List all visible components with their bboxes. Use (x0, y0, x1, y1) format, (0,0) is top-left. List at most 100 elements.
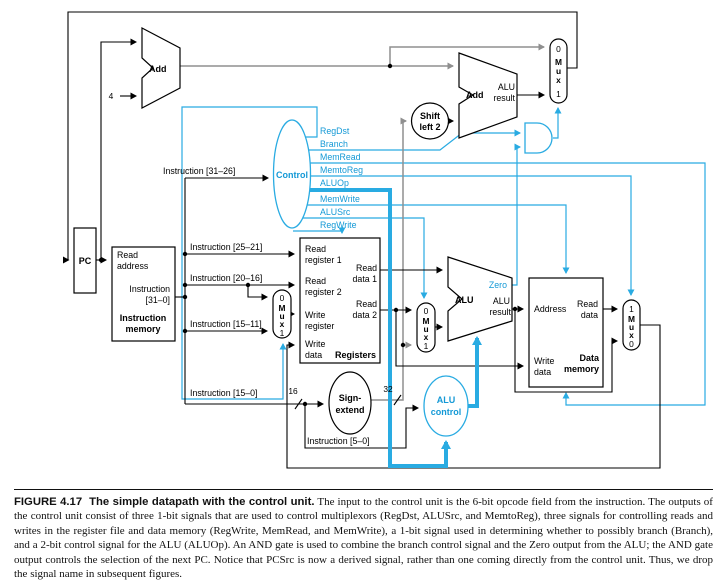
adder-branch-res2: result (493, 93, 515, 103)
im-name2: memory (125, 324, 160, 334)
mux-regdst: 0 M u x 1 (272, 289, 292, 339)
reg-rd2b: data 2 (353, 310, 378, 320)
mux-regdst-1: 1 (280, 328, 285, 338)
const-4: 4 (109, 91, 114, 101)
signal-regdst: RegDst (320, 126, 350, 136)
mux-regdst-0: 0 (280, 293, 285, 303)
wire-alusrc (299, 217, 428, 299)
wire-pc4-to-mux (389, 43, 545, 66)
signext-l2: extend (335, 405, 364, 415)
reg-name: Registers (335, 350, 376, 360)
mux-memtoreg-u: u (629, 322, 634, 332)
shiftl2-l1: Shift (420, 111, 440, 121)
gray-wires (180, 43, 545, 401)
reg-rr1b: register 1 (305, 255, 342, 265)
instruction-tap-labels: Instruction [31–26] Instruction [25–21] … (163, 166, 370, 446)
reg-rd1b: data 1 (353, 274, 378, 284)
alu-unit: ALU Zero ALU result (447, 256, 513, 342)
alu-res2: result (489, 307, 511, 317)
alu-label: ALU (455, 295, 474, 305)
reg-rr2a: Read (305, 276, 326, 286)
mux-memtoreg-1: 1 (629, 304, 634, 314)
junction-dots (98, 63, 518, 407)
adder-pc4: Add 4 (109, 27, 181, 109)
tap-20-16: Instruction [20–16] (190, 273, 262, 283)
dm-wda: Write (534, 356, 554, 366)
data-memory: Address Read data Write data Data memory (528, 277, 604, 388)
mux-pcsrc-m: M (555, 57, 562, 67)
mux-alusrc: 0 M u x 1 (416, 302, 436, 353)
im-address: address (117, 261, 149, 271)
reg-wda: Write (305, 339, 325, 349)
signal-memtoreg: MemtoReg (320, 165, 363, 175)
mux-memtoreg-0: 0 (629, 339, 634, 349)
im-out2: [31–0] (146, 295, 170, 305)
tap-31-26: Instruction [31–26] (163, 166, 235, 176)
alu-zero: Zero (489, 280, 507, 290)
mux-alusrc-x: x (424, 332, 429, 342)
alu-res1: ALU (493, 296, 510, 306)
wire-regwrite (293, 227, 346, 234)
sign-extend-unit: Sign- extend 16 32 (288, 371, 393, 435)
wire-zero (512, 143, 521, 286)
mux-regdst-m: M (279, 303, 286, 313)
dm-rda: Read (577, 299, 598, 309)
mux-pcsrc: 0 M u x 1 (549, 38, 568, 104)
pc-label: PC (79, 256, 92, 266)
control-unit: Control (272, 119, 312, 229)
aluctl-l2: control (431, 407, 462, 417)
data-wires (63, 11, 661, 469)
reg-wdb: data (305, 350, 322, 360)
reg-rr1a: Read (305, 244, 326, 254)
wire-pc-wrap (63, 11, 578, 264)
reg-rr2b: register 2 (305, 287, 342, 297)
shiftl2-l2: left 2 (419, 122, 440, 132)
wire-branch (306, 129, 521, 151)
signal-memwrite: MemWrite (320, 194, 360, 204)
dm-name1: Data (579, 353, 600, 363)
wire-memread (305, 162, 706, 406)
mux-alusrc-u: u (423, 324, 428, 334)
instruction-memory: Read address Instruction [31–0] Instruct… (111, 246, 176, 342)
figure-caption-body: The input to the control unit is the 6-b… (14, 496, 713, 581)
signal-aluop: ALUOp (320, 178, 349, 188)
registers-unit: Read register 1 Read data 1 Read registe… (299, 237, 381, 364)
wire-and-to-mux (553, 107, 562, 139)
mux-pcsrc-u: u (556, 66, 561, 76)
reg-wrb: register (305, 321, 334, 331)
mux-pcsrc-0: 0 (556, 44, 561, 54)
mux-memtoreg: 1 M u x 0 (622, 299, 641, 351)
mux-memtoreg-x: x (629, 330, 634, 340)
signal-branch: Branch (320, 139, 348, 149)
mux-regdst-x: x (280, 319, 285, 329)
alu-control-unit: ALU control (423, 375, 469, 437)
figure-title: The simple datapath with the control uni… (89, 496, 315, 508)
wire-memtoreg (303, 175, 635, 296)
reg-rd2a: Read (356, 299, 377, 309)
tap-25-21: Instruction [25–21] (190, 242, 262, 252)
adder-branch-res1: ALU (498, 82, 515, 92)
adder-branch: Add ALU result (458, 52, 518, 139)
wire-aluop (299, 188, 451, 468)
wire-aluresult-to-mux (514, 309, 618, 393)
width-32: 32 (383, 384, 393, 394)
signext-l1: Sign- (339, 393, 362, 403)
wire-instr-5-0 (304, 404, 419, 449)
dm-address: Address (534, 304, 567, 314)
dm-rdb: data (581, 310, 598, 320)
shift-left-2-unit: Shift left 2 (410, 102, 450, 140)
wire-signext-out (371, 117, 407, 401)
dm-name2: memory (564, 364, 599, 374)
control-label: Control (276, 170, 308, 180)
mux-alusrc-0: 0 (424, 306, 429, 316)
control-signal-wires (181, 106, 706, 406)
pc-register: PC (73, 227, 97, 294)
reg-wra: Write (305, 310, 325, 320)
tap-5-0: Instruction [5–0] (307, 436, 370, 446)
wire-rd2-to-mem (395, 310, 524, 370)
tap-15-11: Instruction [15–11] (190, 319, 262, 329)
mux-alusrc-m: M (423, 316, 430, 326)
mux-alusrc-1: 1 (424, 341, 429, 351)
mux-pcsrc-x: x (556, 75, 561, 85)
